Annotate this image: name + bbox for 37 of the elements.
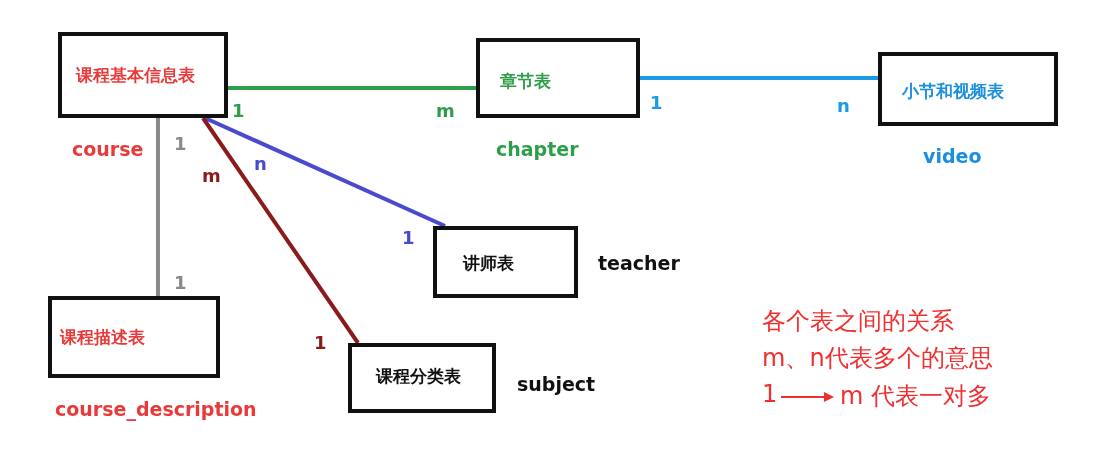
table-box	[476, 38, 640, 118]
table-name: video	[923, 145, 982, 167]
table-name: teacher	[598, 252, 680, 274]
cardinality-label: m	[202, 165, 221, 186]
table-title: 讲师表	[463, 252, 514, 275]
table-name: course_description	[55, 398, 257, 420]
table-box	[348, 343, 496, 413]
table-box	[58, 32, 228, 118]
connector-line	[201, 116, 360, 345]
table-box	[48, 296, 220, 378]
table-name: course	[72, 138, 144, 160]
cardinality-label: 1	[174, 272, 187, 293]
table-name: subject	[517, 373, 596, 395]
cardinality-label: n	[837, 95, 850, 116]
cardinality-label: 1	[402, 227, 415, 248]
table-title: 课程描述表	[60, 326, 145, 349]
table-box	[878, 52, 1058, 126]
table-title: 课程基本信息表	[76, 64, 195, 87]
cardinality-label: 1	[314, 332, 327, 353]
connector-line	[204, 116, 446, 228]
table-title: 小节和视频表	[902, 80, 1004, 103]
note-text: m 代表一对多	[840, 381, 991, 412]
table-title: 课程分类表	[376, 365, 461, 388]
cardinality-label: 1	[650, 92, 663, 113]
note-text: 各个表之间的关系	[762, 306, 954, 337]
table-title: 章节表	[500, 70, 551, 93]
note-text: m、n代表多个的意思	[762, 343, 993, 374]
cardinality-label: 1	[232, 100, 245, 121]
table-box	[433, 226, 578, 298]
cardinality-label: m	[436, 100, 455, 121]
table-name: chapter	[496, 138, 579, 160]
cardinality-label: 1	[174, 133, 187, 154]
connector-line	[228, 86, 476, 90]
cardinality-label: n	[254, 153, 267, 174]
connector-line	[640, 76, 878, 80]
note-text: 1	[762, 380, 778, 408]
connector-line	[156, 118, 160, 296]
